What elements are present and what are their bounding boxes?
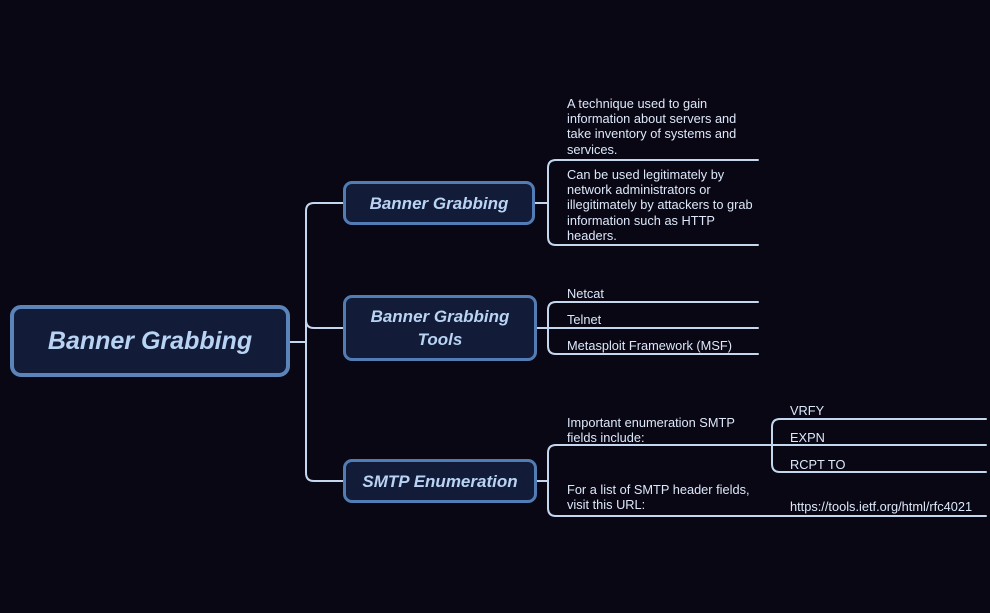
leaf-item-vrfy[interactable]: VRFY xyxy=(790,403,825,418)
leaf-item-rcpt-to[interactable]: RCPT TO xyxy=(790,457,846,472)
connector-bg-bracket xyxy=(547,159,759,246)
connector-root-mid-branch xyxy=(305,319,344,329)
leaf-note-legitimate-use[interactable]: Can be used legitimately by network admi… xyxy=(567,167,753,243)
connector-smtp-bracket xyxy=(547,444,987,517)
node-smtp-enumeration[interactable]: SMTP Enumeration xyxy=(343,459,537,503)
node-banner-grabbing[interactable]: Banner Grabbing xyxy=(343,181,535,225)
leaf-item-expn[interactable]: EXPN xyxy=(790,430,825,445)
leaf-label-smtp-fields[interactable]: Important enumeration SMTP fields includ… xyxy=(567,415,735,446)
connector-tools-bracket xyxy=(547,301,759,355)
leaf-item-netcat[interactable]: Netcat xyxy=(567,286,604,301)
leaf-label-smtp-url[interactable]: For a list of SMTP header fields, visit … xyxy=(567,482,750,513)
connector-root-trunk xyxy=(305,202,344,482)
leaf-note-technique[interactable]: A technique used to gain information abo… xyxy=(567,96,737,157)
node-banner-grabbing-tools[interactable]: Banner Grabbing Tools xyxy=(343,295,537,361)
leaf-link-rfc4021[interactable]: https://tools.ietf.org/html/rfc4021 xyxy=(790,499,973,514)
root-node-banner-grabbing[interactable]: Banner Grabbing xyxy=(10,305,290,377)
leaf-item-telnet[interactable]: Telnet xyxy=(567,312,602,327)
leaf-item-metasploit[interactable]: Metasploit Framework (MSF) xyxy=(567,338,732,353)
